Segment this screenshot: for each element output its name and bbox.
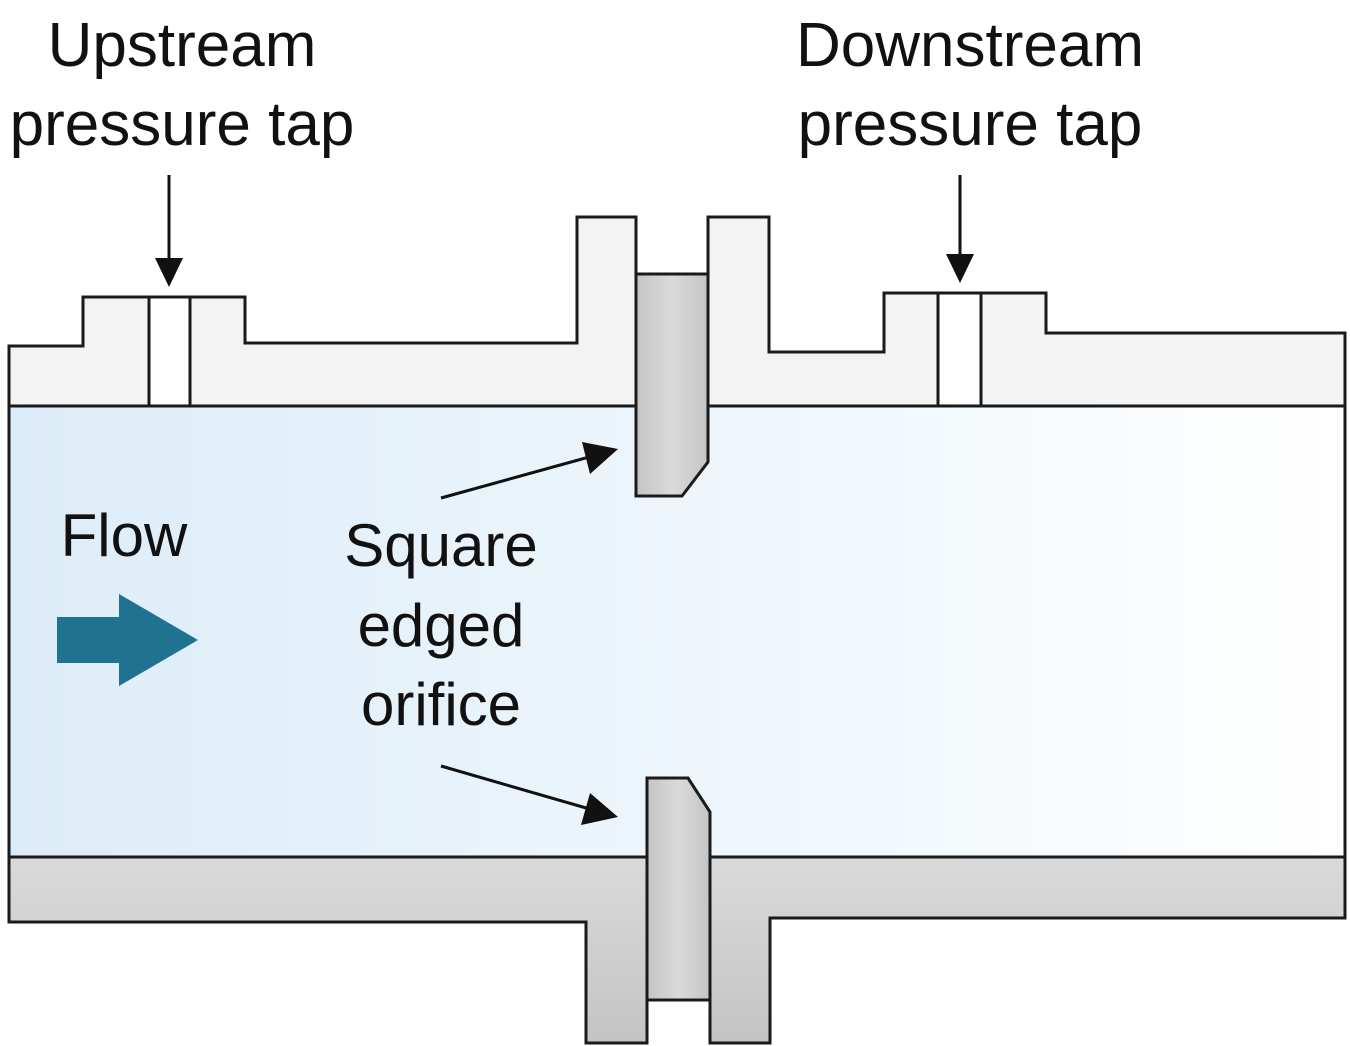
- arrow-right-icon: [57, 594, 198, 686]
- upstream-tap-label-line2: pressure tap: [10, 90, 355, 159]
- orifice-label-line1: Square: [344, 512, 537, 579]
- bottom-pipe-wall-upstream: [7, 855, 649, 1045]
- arrow-down-icon: [946, 175, 974, 283]
- upstream-tap-label-line1: Upstream: [48, 11, 317, 80]
- arrow-pointer-icon: [440, 764, 618, 825]
- arrow-pointer-icon: [440, 442, 618, 500]
- downstream-tap-label-line1: Downstream: [796, 11, 1144, 80]
- orifice-plate-top: [634, 272, 710, 498]
- downstream-tap-hole: [936, 291, 983, 408]
- flow-label: Flow: [61, 502, 188, 569]
- bottom-pipe-wall-downstream: [708, 855, 1347, 1045]
- orifice-label-line3: orifice: [361, 671, 521, 738]
- orifice-label-line2: edged: [358, 592, 525, 659]
- top-pipe-wall-downstream: [706, 215, 1347, 408]
- upstream-tap-hole: [147, 295, 192, 408]
- arrow-down-icon: [155, 175, 183, 287]
- downstream-tap-label-line2: pressure tap: [798, 90, 1143, 159]
- top-pipe-wall-upstream: [7, 215, 638, 408]
- orifice-plate-bottom: [645, 776, 712, 1002]
